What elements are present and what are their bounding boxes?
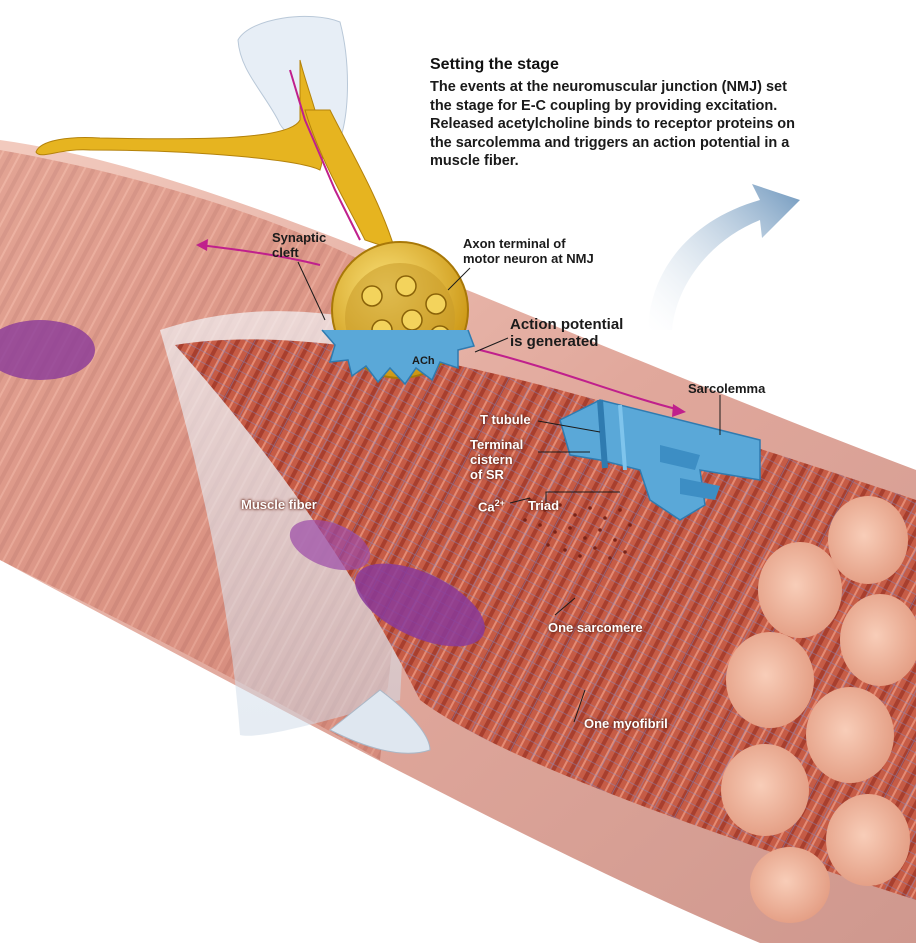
label-synaptic-cleft: Synaptic cleft <box>272 230 326 260</box>
label-t-tubule: T tubule <box>480 412 531 427</box>
label-action-potential: Action potential is generated <box>510 316 623 350</box>
label-axon-terminal: Axon terminal of motor neuron at NMJ <box>463 236 594 266</box>
label-muscle-fiber: Muscle fiber <box>241 497 317 512</box>
axon-descending <box>305 110 395 250</box>
big-curved-arrow <box>648 184 800 330</box>
label-terminal-cistern: Terminal cistern of SR <box>470 437 523 482</box>
label-one-sarcomere: One sarcomere <box>548 620 643 635</box>
label-sarcolemma: Sarcolemma <box>688 381 765 396</box>
label-one-myofibril: One myofibril <box>584 716 668 731</box>
caption-body: The events at the neuromuscular junction… <box>430 78 800 171</box>
label-ach: ACh <box>412 354 435 369</box>
caption-title: Setting the stage <box>430 56 559 74</box>
label-triad: Triad <box>528 498 559 513</box>
label-calcium: Ca2+ <box>478 496 505 514</box>
